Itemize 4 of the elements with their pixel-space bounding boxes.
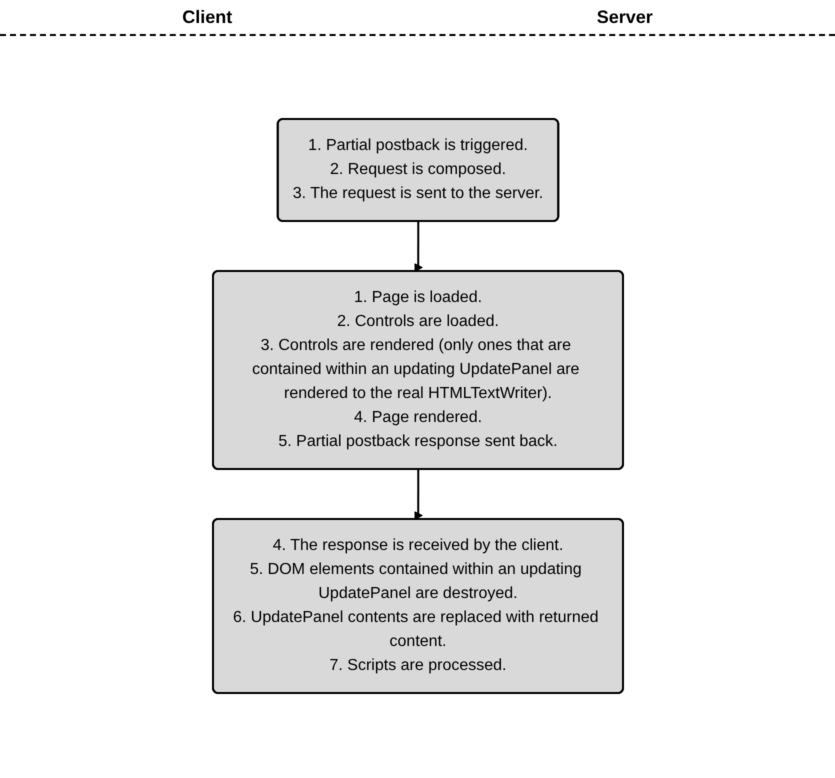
column-heading: Server [596, 6, 653, 28]
arrow [414, 220, 422, 272]
arrow [414, 468, 422, 520]
column-heading: Client [182, 6, 232, 28]
